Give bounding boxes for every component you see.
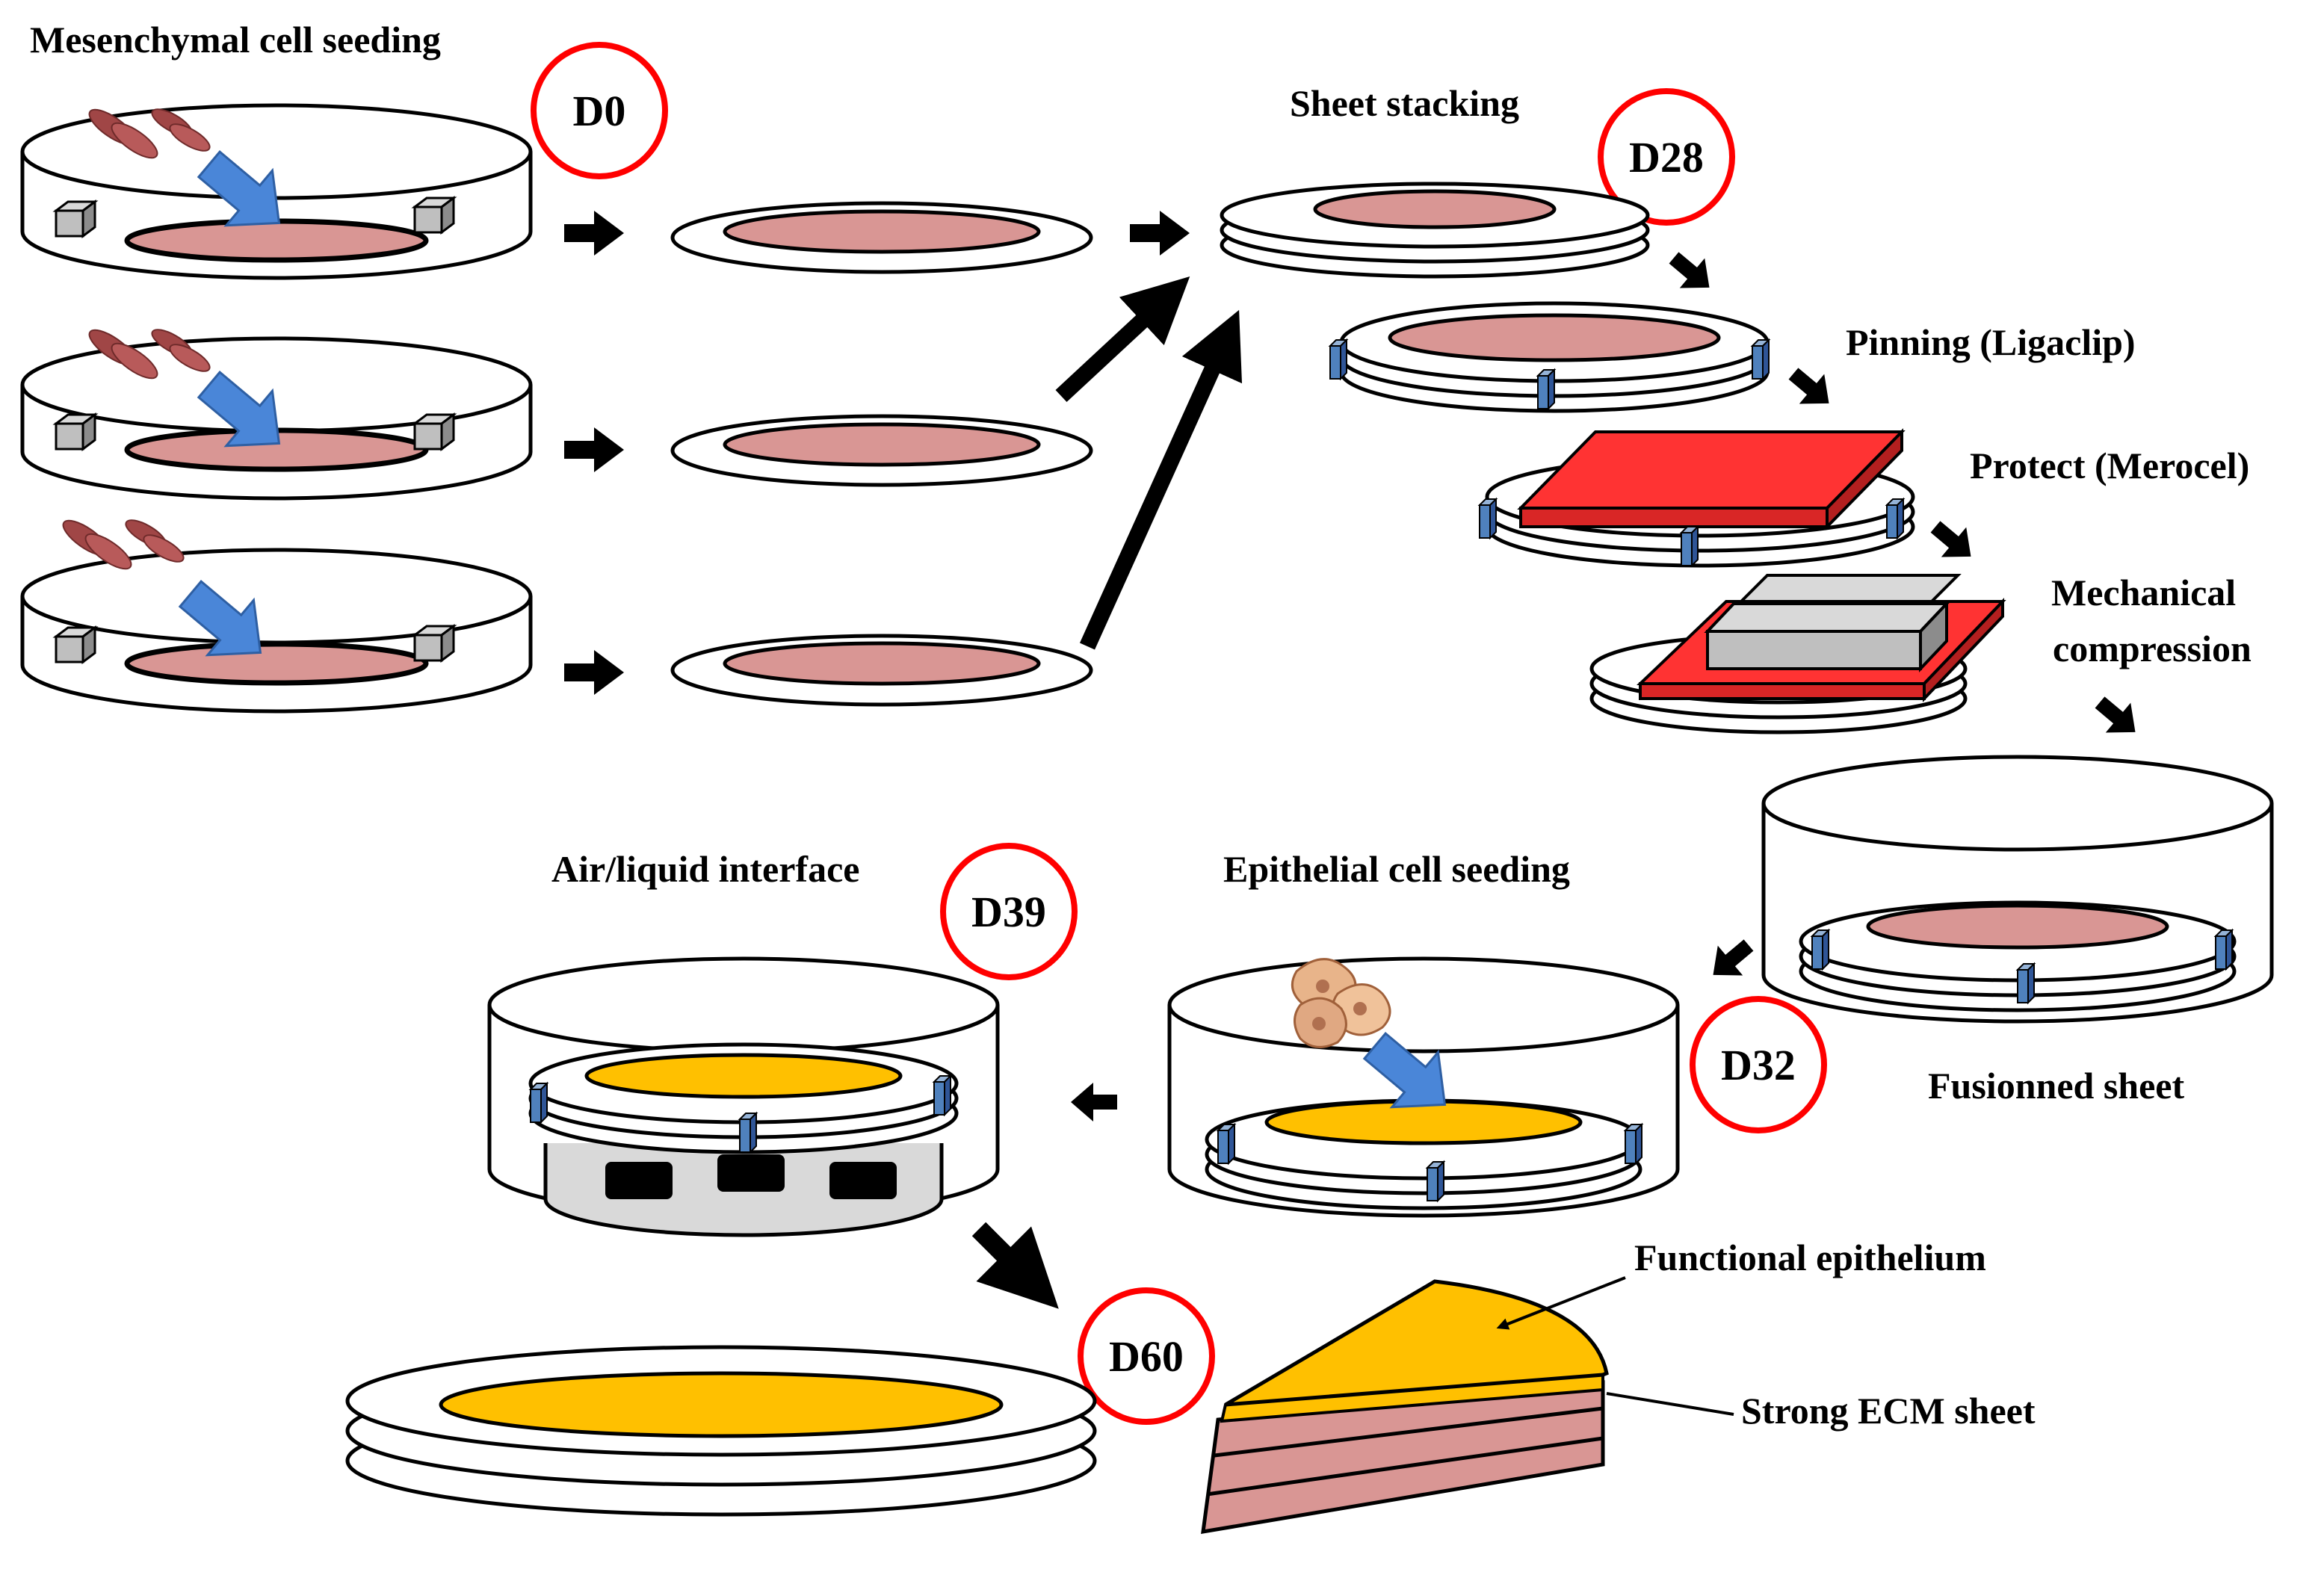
harvested-sheet-2 (670, 414, 1093, 487)
label-protect: Protect (Merocel) (1970, 445, 2249, 486)
label-mesenchymal-seeding: Mesenchymal cell seeding (30, 19, 441, 61)
label-pinning: Pinning (Ligaclip) (1846, 321, 2136, 363)
merocel-protect (1479, 428, 1915, 568)
tissue-cross-section (1201, 1279, 1609, 1535)
day-badge-d60: D60 (1078, 1287, 1215, 1425)
harvested-sheet-3 (670, 634, 1093, 707)
svg-text:D28: D28 (1629, 133, 1704, 182)
label-air-liquid-interface: Air/liquid interface (551, 848, 859, 890)
arrow-to-final (971, 1222, 1059, 1309)
arrow-small (564, 211, 1190, 695)
label-strong-ecm-sheet: Strong ECM sheet (1741, 1390, 2036, 1432)
svg-text:D32: D32 (1721, 1041, 1796, 1089)
label-fusioned-sheet: Fusionned sheet (1928, 1065, 2184, 1107)
petri-dish-3 (20, 513, 533, 714)
label-compression: compression (2053, 628, 2252, 669)
label-functional-epithelium: Functional epithelium (1634, 1237, 1986, 1278)
svg-text:D39: D39 (971, 888, 1046, 936)
arrow-diag (1669, 252, 2136, 733)
label-mechanical: Mechanical (2051, 572, 2236, 613)
day-badge-d32: D32 (1690, 996, 1827, 1133)
label-epithelial-seeding: Epithelial cell seeding (1223, 848, 1570, 890)
harvested-sheet-1 (670, 201, 1093, 274)
stacked-sheets (1220, 182, 1650, 279)
epithelial-seeding-dish (1167, 956, 1680, 1218)
leader-lines (1496, 1276, 1734, 1416)
day-badge-d0: D0 (531, 42, 668, 179)
mechanical-compression (1589, 574, 2006, 734)
final-construct (345, 1345, 1097, 1517)
pinned-stack (1329, 301, 1770, 413)
day-badge-d39: D39 (940, 843, 1078, 980)
converging-arrows (1055, 276, 1243, 650)
petri-dish-1 (20, 102, 533, 280)
air-liquid-dish (487, 956, 1000, 1237)
svg-text:D60: D60 (1109, 1332, 1184, 1381)
petri-dish-2 (20, 323, 533, 501)
label-sheet-stacking: Sheet stacking (1290, 82, 1519, 124)
arrow-left (1071, 939, 1754, 1121)
day-badge-d28: D28 (1598, 88, 1735, 226)
epithelial-cells (1291, 958, 1391, 1048)
fusioned-sheet-dish (1761, 755, 2274, 1024)
svg-text:D0: D0 (573, 87, 626, 135)
